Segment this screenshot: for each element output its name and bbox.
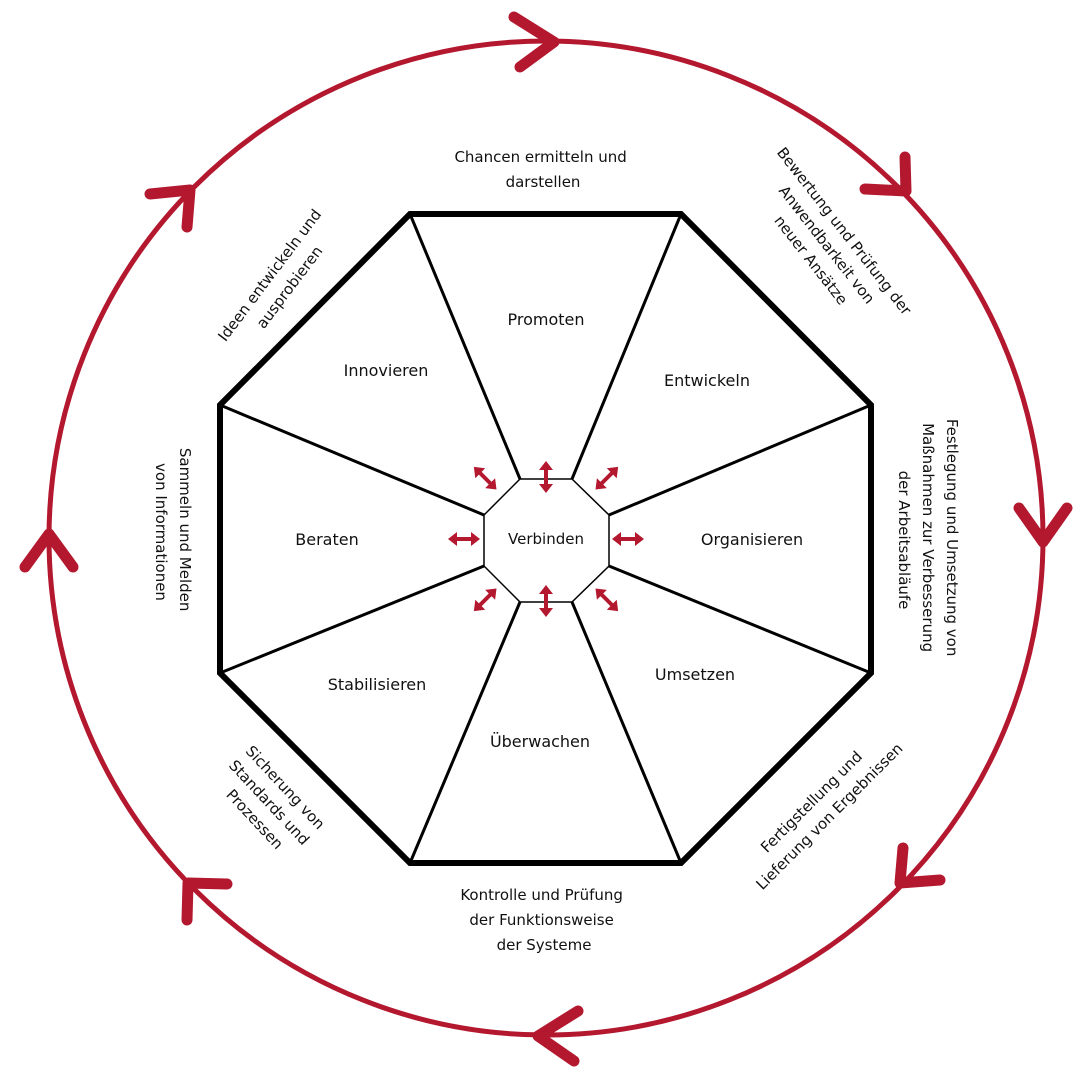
outer-label-line: darstellen — [506, 173, 581, 191]
double-arrow-icon — [473, 588, 497, 612]
outer-label-line: der Funktionsweise — [469, 911, 613, 929]
outer-label-kontrolle: Kontrolle und Prüfung der Funktionsweise… — [460, 886, 627, 954]
cycle-arrow-icon — [1013, 502, 1073, 548]
spoke-line — [608, 403, 872, 517]
cycle-arrows — [19, 11, 1073, 1067]
outer-label-line: der Arbeitsabläufe — [895, 471, 913, 610]
center-label: Verbinden — [508, 530, 584, 548]
double-arrow-icon — [595, 466, 619, 490]
cycle-arrow-icon — [181, 877, 233, 926]
outer-label-line: Maßnahmen zur Verbesserung — [919, 423, 937, 652]
spoke-line — [608, 564, 872, 675]
cycle-arrow-icon — [894, 842, 946, 889]
cycle-arrow-icon — [508, 11, 560, 73]
spoke-line — [570, 213, 683, 480]
outer-label-line: Kontrolle und Prüfung — [460, 886, 623, 904]
spoke-line — [570, 601, 683, 864]
double-arrow-icon — [539, 585, 553, 617]
double-arrow-icon — [473, 466, 497, 490]
segment-label-ueberwachen: Überwachen — [490, 732, 590, 751]
outer-label-sammeln: Sammeln und Melden von Informationen — [152, 448, 194, 616]
segment-label-entwickeln: Entwickeln — [664, 371, 750, 390]
outer-label-festlegung: Festlegung und Umsetzung von Maßnahmen z… — [895, 419, 961, 661]
outer-label-line: von Informationen — [152, 463, 170, 601]
double-arrow-icon — [612, 532, 644, 546]
spoke-line — [219, 403, 485, 517]
outer-label-chancen: Chancen ermitteln und darstellen — [454, 148, 631, 191]
spoke-line — [408, 601, 522, 864]
outer-label-line: Festlegung und Umsetzung von — [943, 419, 961, 657]
inner-octagon — [483, 478, 610, 603]
cycle-arrow-icon — [19, 528, 79, 573]
double-arrow-icon — [448, 532, 480, 546]
cycle-arrow-icon — [532, 1005, 584, 1067]
spoke-line — [219, 564, 485, 675]
double-arrow-icon — [595, 588, 619, 612]
cycle-arrow-icon — [144, 184, 196, 233]
spoke-line — [408, 213, 522, 480]
segment-label-innovieren: Innovieren — [344, 361, 429, 380]
segment-label-organisieren: Organisieren — [701, 530, 803, 549]
segment-label-umsetzen: Umsetzen — [655, 665, 735, 684]
segment-label-beraten: Beraten — [295, 530, 358, 549]
cycle-arrow-icon — [859, 151, 912, 197]
segment-label-stabilisieren: Stabilisieren — [328, 675, 427, 694]
connector-arrows — [448, 461, 644, 617]
segment-label-promoten: Promoten — [507, 310, 584, 329]
spokes — [219, 213, 872, 864]
outer-label-line: der Systeme — [497, 936, 592, 954]
outer-label-line: Sammeln und Melden — [176, 448, 194, 612]
double-arrow-icon — [539, 461, 553, 493]
outer-label-line: Chancen ermitteln und — [454, 148, 626, 166]
